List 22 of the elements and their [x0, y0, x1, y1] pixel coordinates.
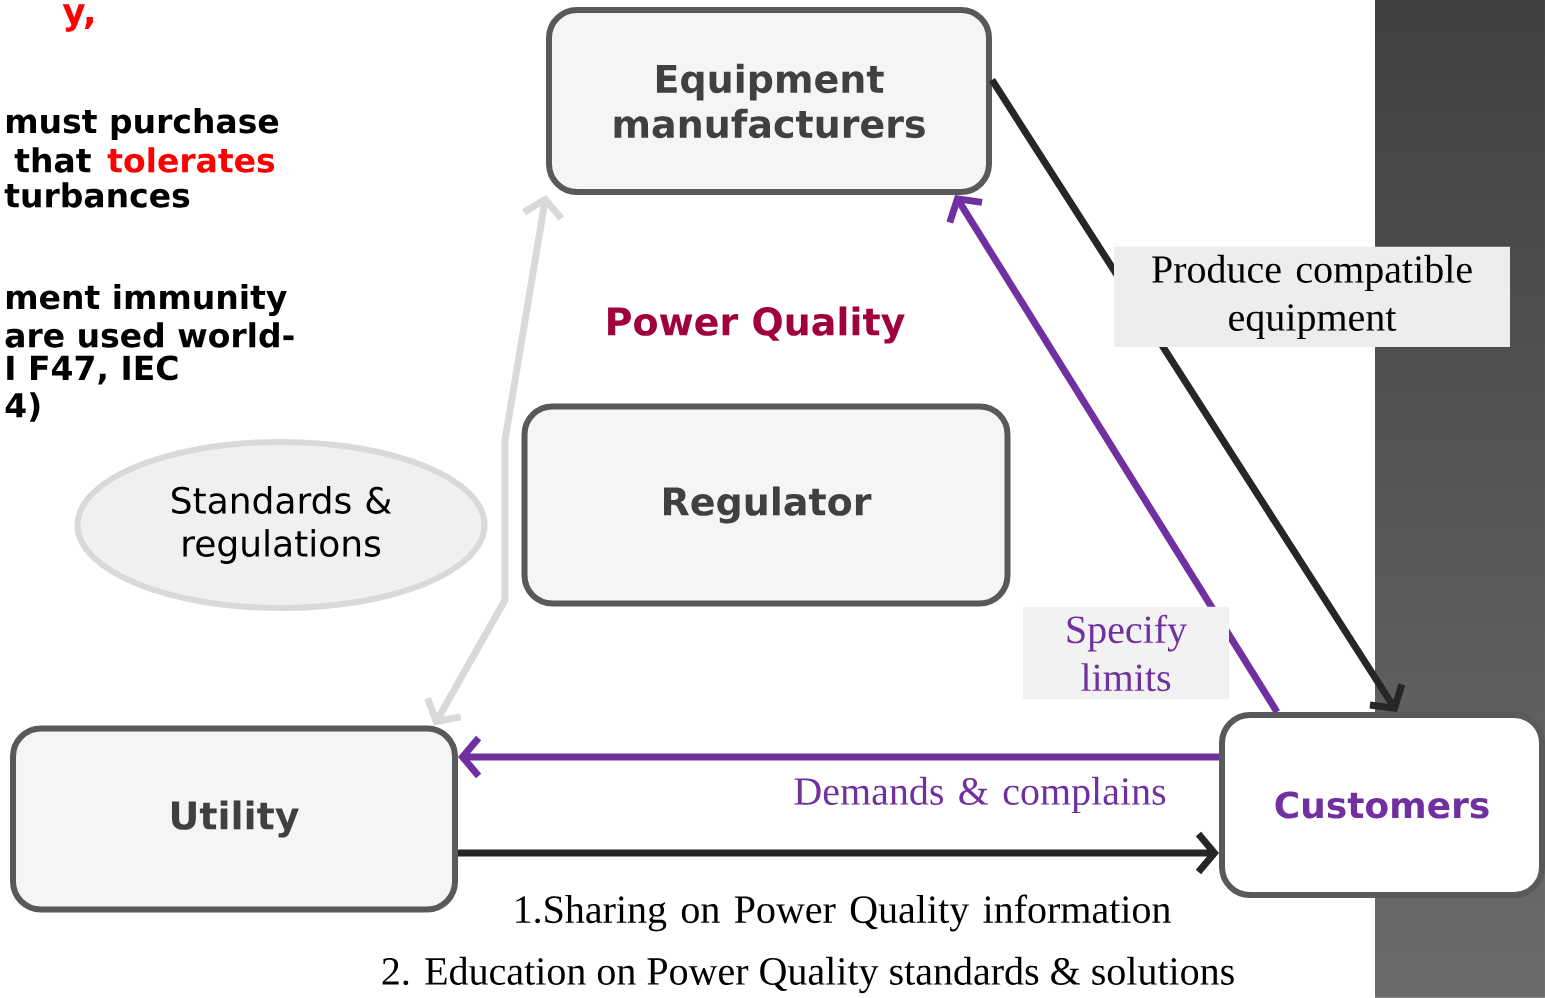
note-text: ment immunity: [6, 283, 287, 317]
note-text: turbances: [4, 182, 190, 208]
edge-label: 1.Sharing on Power Quality information: [516, 894, 1171, 932]
center-label: Power Quality: [608, 306, 905, 344]
note-text: 4): [5, 392, 40, 422]
note-text: tolerates: [107, 147, 275, 173]
process-box: Equipment manufacturers: [546, 7, 992, 195]
edge-label: Demands & complains: [794, 776, 1166, 814]
arrow: [946, 195, 1280, 714]
process-box: Customers: [1219, 712, 1545, 898]
edge-label: Specify limits: [1023, 606, 1229, 700]
note-text: that: [14, 147, 91, 173]
arrow: [424, 195, 564, 726]
note-text: I F47, IEC: [7, 355, 178, 385]
arrow: [989, 78, 1406, 712]
note-text: 2. Education on Power Quality standards & solutions: [382, 956, 1234, 994]
process-box: Regulator: [521, 403, 1011, 607]
note-text: are used world-: [5, 322, 294, 348]
process-box: Utility: [10, 725, 458, 913]
note-text: must purchase: [6, 108, 279, 140]
note-text: y,: [62, 4, 93, 32]
edge-label: Produce compatible equipment: [1114, 246, 1510, 348]
